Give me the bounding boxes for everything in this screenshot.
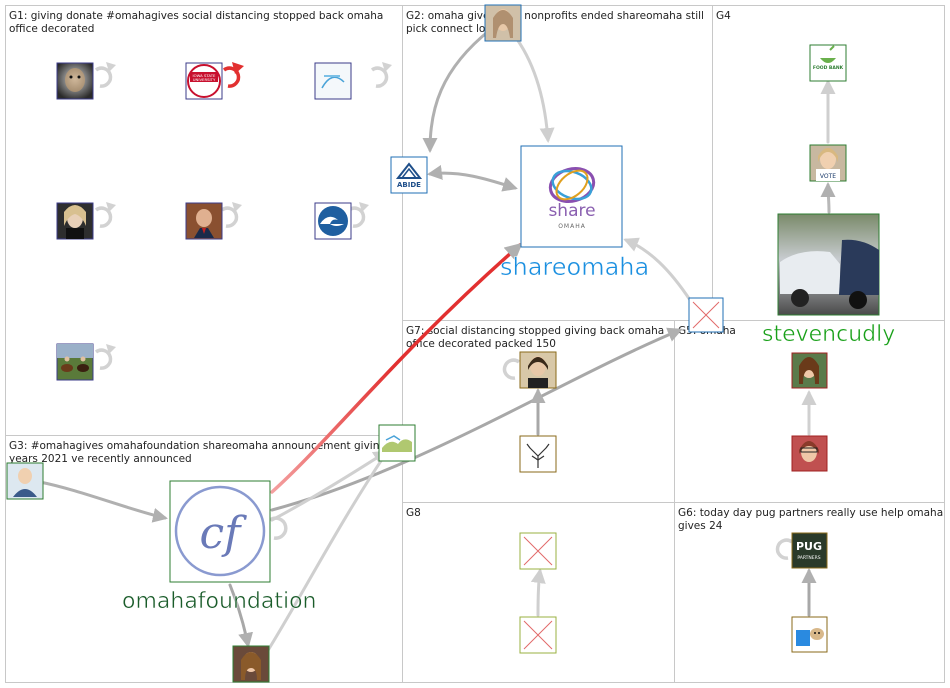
node-g8-broken-bottom[interactable] (519, 616, 557, 654)
iowa-state-text: IOWA STATE (193, 73, 217, 78)
self-loops (94, 66, 794, 560)
self-loop-red-arrow (232, 62, 244, 74)
node-matter-logo[interactable] (314, 62, 352, 100)
self-loop (502, 358, 521, 380)
edge (228, 583, 254, 648)
node-map-thumbnail[interactable] (378, 424, 416, 462)
self-loop-arrow (106, 202, 116, 212)
shareomaha-label[interactable]: shareomaha (500, 253, 650, 282)
group-label-g3: G3: #omahagives omahafoundation shareoma… (9, 440, 386, 465)
omahafoundation-label[interactable]: omahafoundation (122, 589, 317, 615)
self-loop-arrow (106, 344, 116, 354)
self-loop-arrow (232, 202, 242, 212)
self-loop (94, 348, 113, 370)
university-text: UNIVERSITY (193, 77, 216, 82)
group-label-g1: G1: giving donate #omahagives social dis… (9, 10, 383, 35)
edge (270, 242, 523, 494)
node-iowa-state-logo[interactable]: IOWA STATE UNIVERSITY (185, 62, 223, 100)
self-loop (775, 538, 794, 560)
vote-text: VOTE (820, 173, 836, 180)
self-loop-arrow (106, 62, 116, 72)
node-abide-logo[interactable]: ABIDE (390, 156, 428, 194)
self-loop (94, 206, 113, 228)
node-stevencudly-cars[interactable] (777, 213, 880, 316)
node-g2-top-portrait[interactable] (484, 4, 522, 42)
node-g3-bottom-portrait[interactable] (232, 645, 270, 683)
node-g5-portrait-bottom[interactable] (791, 435, 828, 472)
group-label-g7: G7: social distancing stopped giving bac… (406, 325, 664, 350)
node-foodbank-logo[interactable]: FOOD BANK (809, 44, 847, 82)
node-g3-small-avatar[interactable] (6, 462, 44, 500)
share-text: share (548, 201, 595, 221)
node-pug-partners-logo[interactable]: PUG PARTNERS (791, 532, 828, 569)
node-wave-logo[interactable] (314, 202, 352, 240)
self-loop-arrow (382, 62, 392, 72)
node-g8-broken-top[interactable] (519, 532, 557, 570)
pug-text: PUG (796, 540, 822, 553)
edge (530, 568, 546, 617)
node-omahafoundation-logo[interactable]: cf (169, 480, 271, 583)
edge (427, 164, 518, 192)
node-tree-icon[interactable] (519, 435, 557, 473)
node-broken-image[interactable] (688, 297, 724, 333)
edge (260, 437, 397, 662)
node-lion[interactable] (56, 62, 94, 100)
edge (38, 480, 168, 523)
node-pug-cartoon[interactable] (791, 616, 828, 653)
edge (623, 237, 692, 302)
node-g5-portrait-top[interactable] (791, 352, 828, 389)
node-vote-portrait[interactable]: VOTE (809, 144, 847, 182)
self-loop-arrow (359, 202, 369, 212)
omahafoundation-monogram: cf (200, 508, 248, 559)
group-frames (5, 5, 945, 683)
node-man-portrait[interactable] (185, 202, 223, 240)
group-label-g6: G6: today day pug partners really use he… (678, 507, 943, 532)
pug-subtext: PARTNERS (797, 555, 820, 561)
edge (820, 182, 836, 214)
self-loop (347, 206, 366, 228)
node-share-omaha-logo[interactable]: share OMAHA (520, 145, 623, 248)
share-subtext: OMAHA (558, 223, 586, 230)
edge (508, 28, 555, 143)
abide-text: ABIDE (397, 181, 421, 189)
self-loop (370, 66, 389, 88)
group-label-g4: G4 (716, 10, 731, 22)
group-label-g2: G2: omaha gives help nonprofits ended sh… (406, 10, 704, 35)
self-loop (94, 66, 113, 88)
foodbank-text: FOOD BANK (813, 65, 844, 71)
edge (270, 327, 683, 512)
edges (38, 28, 836, 662)
stevencudly-label[interactable]: stevencudly (762, 322, 896, 348)
edge (422, 28, 492, 153)
edge (270, 450, 389, 522)
node-g7-portrait[interactable] (519, 351, 557, 389)
node-horse-riders[interactable] (56, 343, 94, 381)
self-loop (220, 206, 239, 228)
node-woman-portrait[interactable] (56, 202, 94, 240)
self-loop-red (222, 66, 241, 88)
group-label-g8: G8 (406, 507, 421, 519)
group-frame-g6 (674, 502, 945, 683)
